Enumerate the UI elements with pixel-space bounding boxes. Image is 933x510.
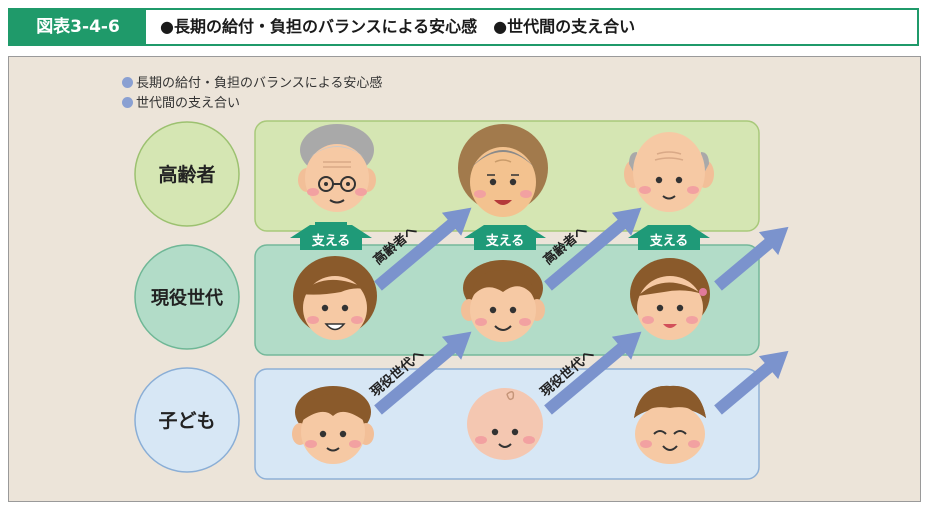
support-arrow: 支える <box>464 225 546 250</box>
transition-arrow <box>544 207 642 291</box>
row-label-children: 子ども <box>158 410 215 432</box>
bullet-item: 長期の給付・負担のバランスによる安心感 <box>122 72 382 91</box>
transition-arrow <box>714 350 789 415</box>
child-boy-icon <box>292 386 374 464</box>
support-label: 支える <box>311 233 351 249</box>
figure-label: 図表3-4-6 <box>10 10 146 44</box>
transition-arrow <box>544 331 642 415</box>
support-arrow: 支える <box>628 225 710 250</box>
children-circle <box>134 367 240 473</box>
working-woman-icon <box>630 258 710 340</box>
figure-title: ●長期の給付・負担のバランスによる安心感 ●世代間の支え合い <box>160 17 636 36</box>
support-arrow: 支える <box>290 222 372 250</box>
transition-arrow <box>374 207 472 291</box>
working-man-icon <box>461 260 545 342</box>
support-label: 支える <box>649 233 689 249</box>
working-man-icon <box>293 256 377 340</box>
row-label-elderly: 高齢者 <box>158 163 215 186</box>
elderly-bald-man-icon <box>624 132 714 212</box>
elderly-man-glasses-icon <box>298 124 376 212</box>
child-smiling-icon <box>634 385 706 464</box>
row-label-working: 現役世代 <box>151 287 223 309</box>
working-circle <box>134 244 240 350</box>
baby-icon <box>467 388 543 460</box>
bullet-item: 世代間の支え合い <box>122 92 240 111</box>
figure-header: 図表3-4-6 ●長期の給付・負担のバランスによる安心感 ●世代間の支え合い <box>8 8 919 46</box>
bullet-dot-icon <box>122 77 133 88</box>
transition-arrow-group <box>374 207 789 415</box>
transition-arrow <box>374 331 472 415</box>
elderly-woman-icon <box>458 124 548 217</box>
elderly-circle <box>134 121 240 227</box>
bullet-dot-icon <box>122 97 133 108</box>
support-label: 支える <box>485 233 525 249</box>
transition-arrow <box>714 226 789 291</box>
